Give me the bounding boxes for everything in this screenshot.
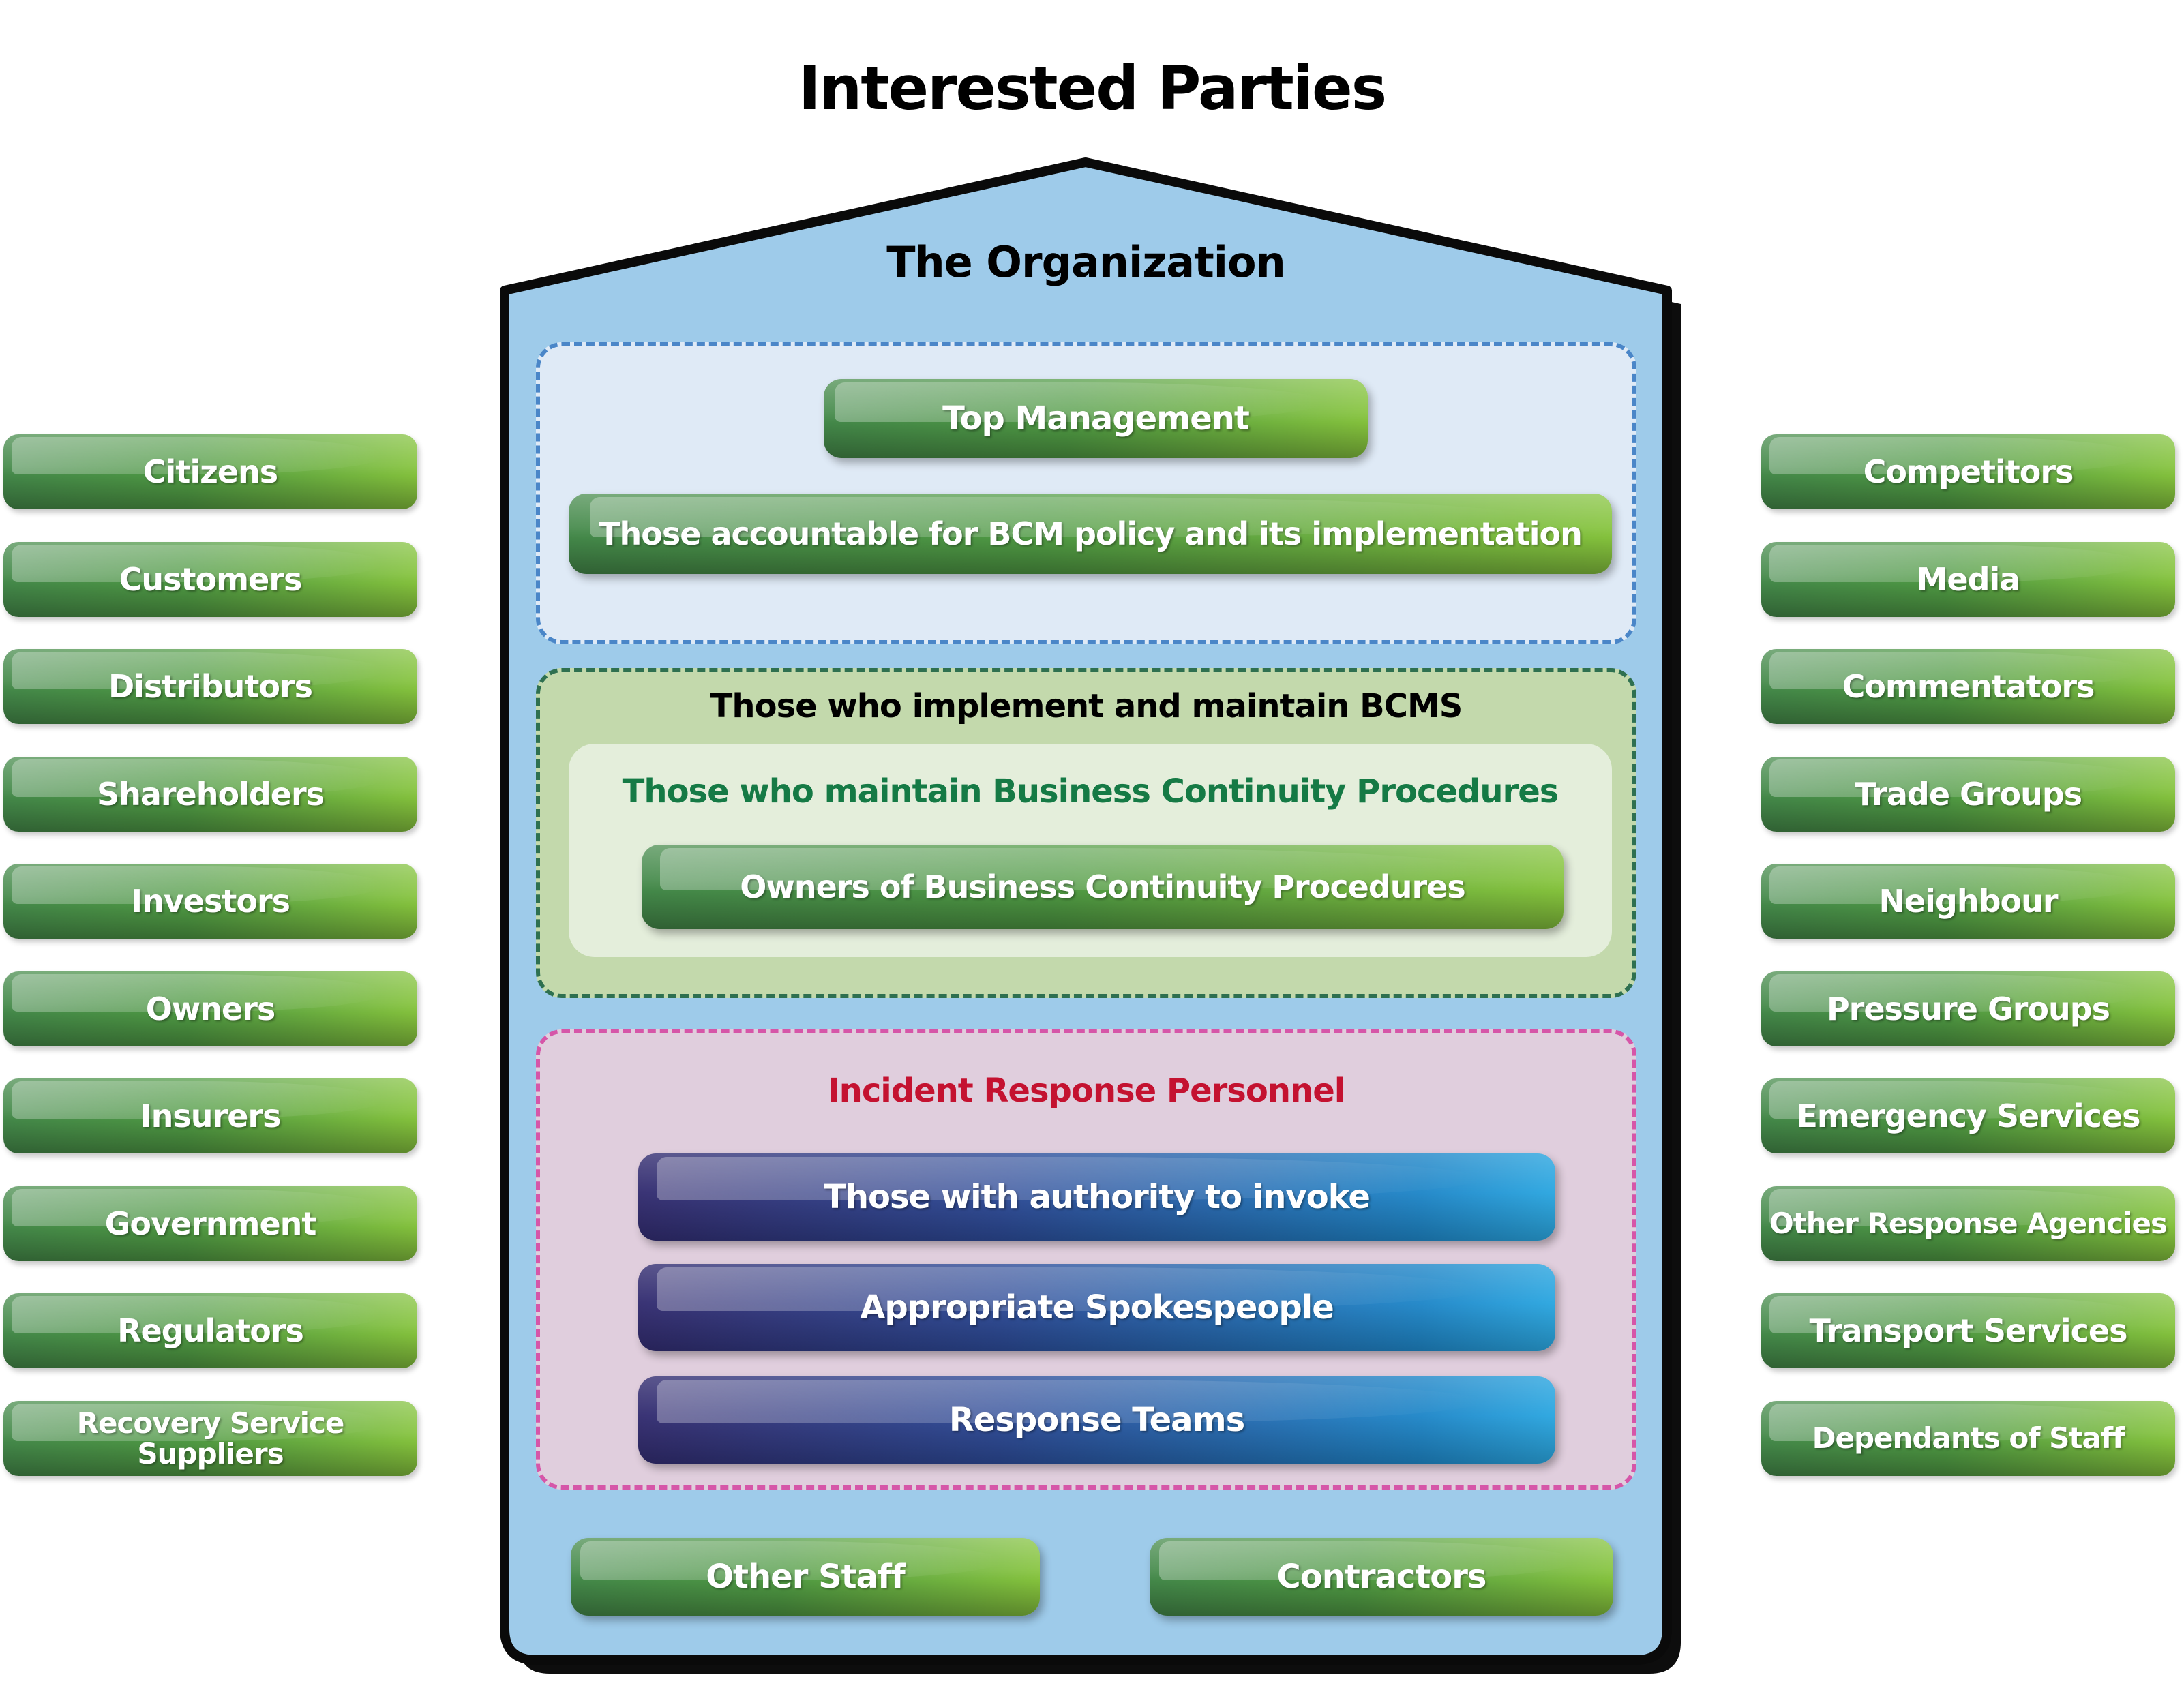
party-pressure-groups: Pressure Groups [1761,971,2175,1046]
party-label: Government [104,1205,317,1242]
contractors-button: Contractors [1150,1538,1613,1616]
bcm-accountable-label: Those accountable for BCM policy and its… [599,515,1583,552]
party-label: Insurers [140,1098,282,1134]
party-citizens: Citizens [3,434,417,509]
bc-procedures-title: Those who maintain Business Continuity P… [622,772,1559,811]
party-label: Emergency Services [1796,1098,2141,1134]
authority-to-invoke-label: Those with authority to invoke [824,1178,1371,1216]
party-label: Customers [119,561,303,598]
party-competitors: Competitors [1761,434,2175,509]
party-media: Media [1761,542,2175,617]
party-government: Government [3,1186,417,1261]
party-customers: Customers [3,542,417,617]
party-recovery-service-suppliers: Recovery Service Suppliers [3,1401,417,1476]
party-transport-services: Transport Services [1761,1293,2175,1368]
bc-procedures-box: Those who maintain Business Continuity P… [569,744,1612,957]
organization-title: The Organization [886,237,1286,287]
party-label: Competitors [1863,453,2074,490]
bcms-section: Those who implement and maintain BCMS Th… [536,668,1636,998]
response-teams-label: Response Teams [948,1401,1245,1439]
spokespeople-button: Appropriate Spokespeople [638,1264,1555,1351]
party-other-response-agencies: Other Response Agencies [1761,1186,2175,1261]
party-label: Transport Services [1809,1312,2127,1349]
incident-response-title: Incident Response Personnel [827,1072,1345,1110]
bc-procedures-owners-label: Owners of Business Continuity Procedures [740,868,1465,905]
top-management-label: Top Management [942,399,1250,438]
party-label: Trade Groups [1854,776,2082,813]
top-management-section: Top Management Those accountable for BCM… [536,342,1636,644]
other-staff-button: Other Staff [571,1538,1040,1616]
party-regulators: Regulators [3,1293,417,1368]
party-label: Other Response Agencies [1769,1207,2168,1241]
party-trade-groups: Trade Groups [1761,757,2175,832]
party-neighbour: Neighbour [1761,864,2175,939]
party-label: Neighbour [1879,883,2058,920]
other-staff-label: Other Staff [706,1558,906,1596]
party-label: Commentators [1842,668,2095,705]
party-shareholders: Shareholders [3,757,417,832]
bcms-section-title: Those who implement and maintain BCMS [710,687,1463,725]
page-title: Interested Parties [798,53,1387,123]
party-label: Owners [145,991,276,1027]
spokespeople-label: Appropriate Spokespeople [860,1288,1334,1327]
bc-procedures-owners-button: Owners of Business Continuity Procedures [642,845,1564,929]
party-label: Dependants of Staff [1812,1421,2125,1455]
party-label: Media [1916,561,2021,598]
incident-response-section: Incident Response Personnel Those with a… [536,1029,1636,1490]
party-insurers: Insurers [3,1078,417,1153]
party-owners: Owners [3,971,417,1046]
party-label: Regulators [117,1312,304,1349]
bcm-accountable-button: Those accountable for BCM policy and its… [569,494,1612,574]
party-label: Investors [130,883,290,920]
party-label: Pressure Groups [1826,991,2110,1027]
party-distributors: Distributors [3,649,417,724]
contractors-label: Contractors [1276,1558,1487,1596]
authority-to-invoke-button: Those with authority to invoke [638,1153,1555,1241]
party-label: Recovery Service Suppliers [76,1406,345,1470]
party-label: Citizens [143,453,278,490]
response-teams-button: Response Teams [638,1376,1555,1464]
party-emergency-services: Emergency Services [1761,1078,2175,1153]
party-label: Shareholders [96,776,325,813]
party-commentators: Commentators [1761,649,2175,724]
party-dependants-of-staff: Dependants of Staff [1761,1401,2175,1476]
party-label: Distributors [108,668,313,705]
party-investors: Investors [3,864,417,939]
top-management-button: Top Management [824,379,1368,458]
